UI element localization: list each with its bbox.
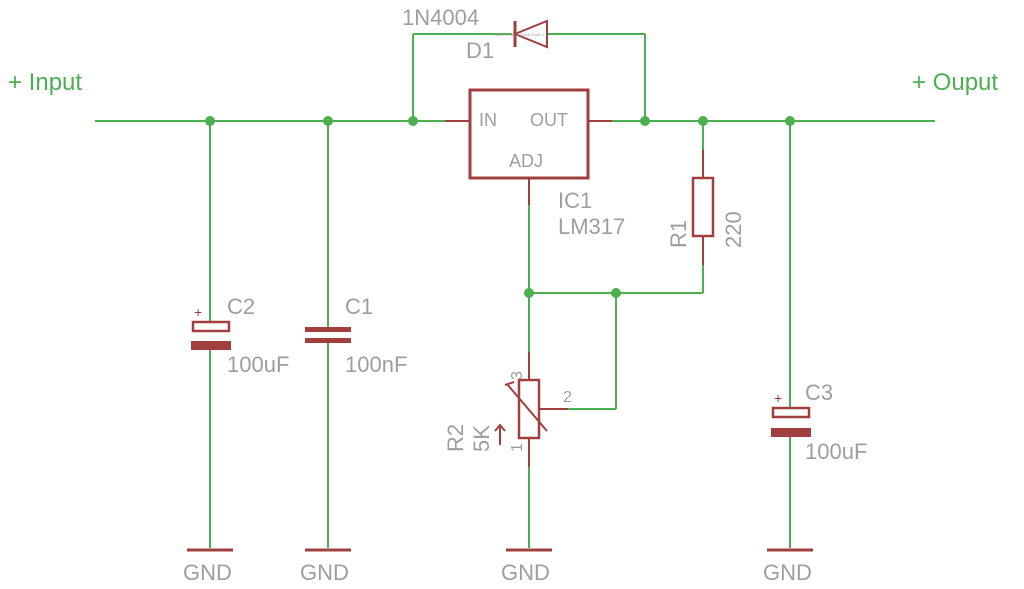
ic1-value: LM317 (558, 214, 625, 239)
junction-r1 (698, 116, 708, 126)
junction-c1 (323, 116, 333, 126)
r2-pin1-label: 1 (509, 443, 526, 452)
c2-polarity: + (194, 304, 202, 320)
gnd-symbol-r2: GND (501, 548, 552, 585)
ic1-pin-out-label: OUT (530, 110, 568, 130)
ic1-pin-in-label: IN (479, 110, 497, 130)
r2-pin3-label: 3 (509, 371, 526, 380)
d1-pin-labels: Spice Order 1 Spice Order 2 (494, 32, 545, 37)
r2-potentiometer[interactable]: 3 2 1 R2 5K (443, 352, 572, 467)
c3-capacitor[interactable]: + C3 100uF (771, 380, 867, 464)
junction-c2 (205, 116, 215, 126)
junction-adj (524, 288, 534, 298)
d1-value: 1N4004 (402, 5, 479, 30)
r1-resistor[interactable]: R1 220 (666, 150, 746, 265)
net-label-output: + Ouput (912, 69, 998, 96)
gnd-label: GND (300, 560, 349, 585)
net-label-input: + Input (8, 69, 82, 96)
c1-value: 100nF (345, 352, 407, 377)
gnd-symbol-c2: GND (183, 548, 233, 585)
c1-name: C1 (345, 294, 373, 319)
gnd-label: GND (501, 560, 550, 585)
junction-d1-cathode (640, 116, 650, 126)
junction-d1-anode (408, 116, 418, 126)
gnd-symbol-c3: GND (763, 548, 813, 585)
r1-name: R1 (666, 220, 691, 248)
c3-name: C3 (805, 380, 833, 405)
c3-value: 100uF (805, 439, 867, 464)
r2-value: 5K (469, 425, 494, 452)
r2-pin2-label: 2 (563, 389, 572, 406)
gnd-symbol-c1: GND (300, 548, 351, 585)
ic1-name: IC1 (558, 188, 592, 213)
junctions (205, 116, 795, 298)
ic1-lm317[interactable]: IN OUT ADJ IC1 LM317 (445, 88, 625, 239)
junction-wiper (611, 288, 621, 298)
c2-value: 100uF (227, 352, 289, 377)
c2-name: C2 (227, 294, 255, 319)
c1-capacitor[interactable]: C1 100nF (305, 294, 407, 377)
c3-polarity: + (774, 390, 782, 406)
d1-name: D1 (466, 38, 494, 63)
c2-capacitor[interactable]: + C2 100uF (191, 294, 289, 377)
ic1-pin-adj-label: ADJ (509, 151, 543, 171)
d1-diode[interactable]: Spice Order 1 Spice Order 2 1N4004 D1 (402, 5, 548, 63)
wires (95, 33, 935, 548)
junction-c3 (785, 116, 795, 126)
r1-value: 220 (721, 211, 746, 248)
gnd-label: GND (763, 560, 812, 585)
gnd-label: GND (183, 560, 232, 585)
r2-name: R2 (443, 424, 468, 452)
